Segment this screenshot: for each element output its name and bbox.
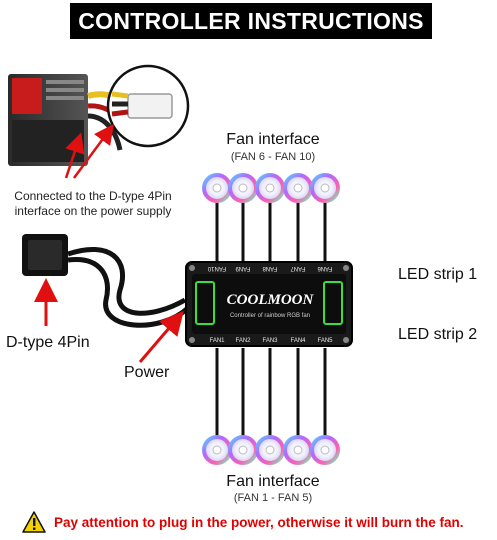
warning-triangle-icon [22, 511, 46, 533]
top-fan-row [204, 175, 338, 201]
top-fan-range-label: (FAN 6 - FAN 10) [218, 151, 328, 163]
psu-note-line1: Connected to the D-type 4Pin [0, 189, 186, 204]
psu-note-line2: interface on the power supply [0, 204, 186, 219]
fan-port-label: FAN1 [209, 338, 225, 344]
warning-row: Pay attention to plug in the power, othe… [22, 509, 464, 535]
fan-port-label: FAN9 [235, 265, 251, 271]
fan-port-label: FAN4 [290, 338, 306, 344]
warning-text: Pay attention to plug in the power, othe… [54, 515, 464, 530]
power-label: Power [124, 364, 169, 382]
led-strip-1-label: LED strip 1 [398, 266, 477, 284]
bottom-fan-row [204, 437, 338, 463]
fan-icon [257, 437, 283, 463]
fan-icon [257, 175, 283, 201]
top-fan-interface-label: Fan interface [218, 131, 328, 149]
fan-icon [285, 175, 311, 201]
fan-port-label: FAN2 [235, 338, 251, 344]
fan-icon [204, 437, 230, 463]
fan-port-label: FAN10 [207, 265, 226, 271]
fan-port-label: FAN8 [262, 265, 278, 271]
fan-port-label: FAN6 [317, 265, 333, 271]
bottom-fan-wires [217, 348, 325, 436]
fan-port-label: FAN7 [290, 265, 306, 271]
molex-magnifier [108, 66, 188, 146]
fan-icon [230, 437, 256, 463]
controller-brand: COOLMOON [227, 292, 315, 308]
led-strip-2-label: LED strip 2 [398, 326, 477, 344]
fan-port-label: FAN5 [317, 338, 333, 344]
fan-icon [312, 437, 338, 463]
fan-port-label: FAN3 [262, 338, 278, 344]
fan-icon [285, 437, 311, 463]
controller-subtitle: Controller of rainbow RGB fan [230, 313, 310, 319]
fan-icon [204, 175, 230, 201]
dtype-label: D-type 4Pin [6, 334, 90, 352]
top-fan-wires [217, 200, 325, 262]
fan-icon [312, 175, 338, 201]
bottom-fan-interface-label: Fan interface [218, 473, 328, 491]
bottom-fan-range-label: (FAN 1 - FAN 5) [218, 492, 328, 504]
psu-note: Connected to the D-type 4Pin interface o… [0, 189, 186, 219]
fan-icon [230, 175, 256, 201]
